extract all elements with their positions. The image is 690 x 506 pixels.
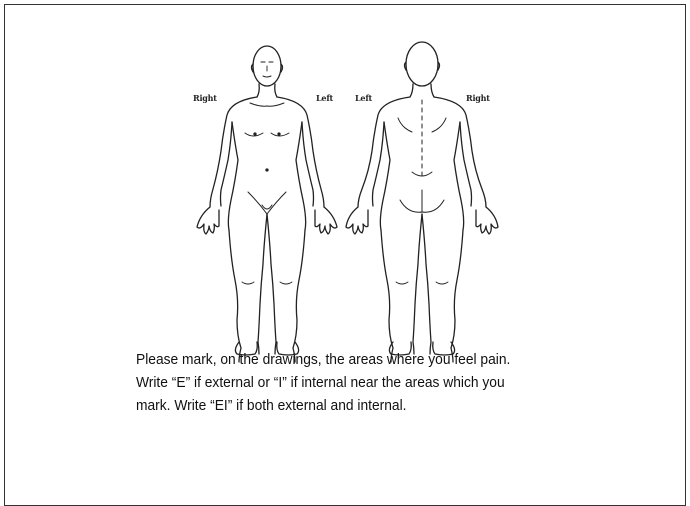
back-body-figure[interactable] xyxy=(346,42,498,362)
instructions-line-3: mark. Write “EI” if both external and in… xyxy=(136,394,568,417)
front-right-label: Right xyxy=(193,93,217,103)
instructions-line-1: Please mark, on the drawings, the areas … xyxy=(136,348,568,371)
instructions-line-2: Write “E” if external or “I” if internal… xyxy=(136,371,568,394)
front-left-label: Left xyxy=(316,93,333,103)
back-left-label: Left xyxy=(355,93,372,103)
back-right-label: Right xyxy=(466,93,490,103)
instructions-text: Please mark, on the drawings, the areas … xyxy=(136,348,568,417)
